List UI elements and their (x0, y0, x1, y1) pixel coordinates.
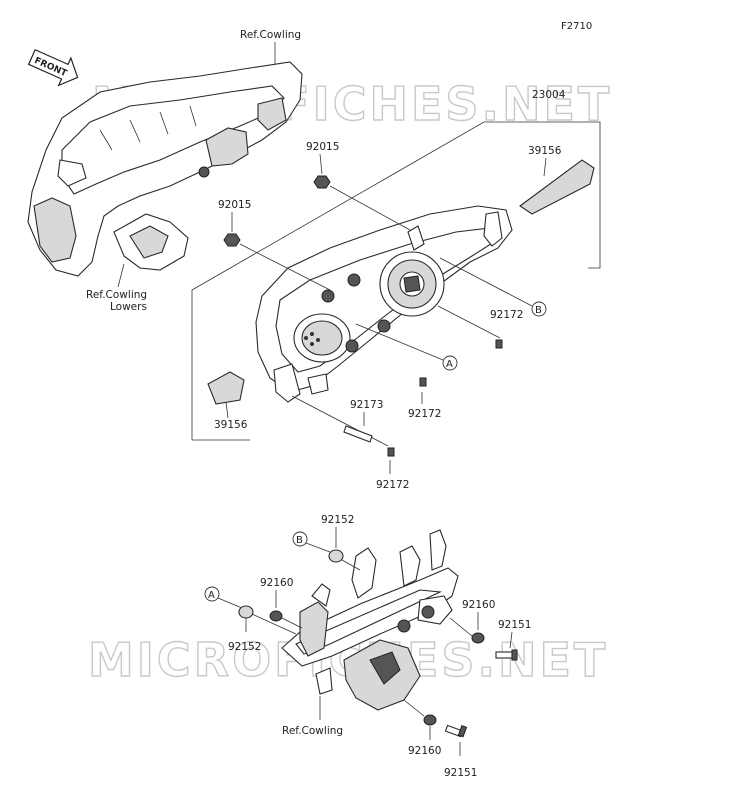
nut-92015-upper (313, 175, 331, 189)
grommet-92152-top (328, 549, 344, 563)
bolt-92151-right (495, 649, 518, 661)
ref-cowling-bottom-label: Ref.Cowling (282, 725, 343, 737)
part-label-92152-left: 92152 (228, 641, 261, 653)
washer-92160-right (471, 632, 485, 644)
headlight-assembly (255, 205, 513, 403)
part-label-92160-left: 92160 (260, 577, 293, 589)
callout-a-bottom-text: A (208, 590, 215, 601)
ref-cowling-lowers-label-1: Ref.Cowling (86, 289, 147, 301)
cover-left (207, 371, 245, 405)
part-label-92151-bottom: 92151 (444, 767, 477, 779)
screw-92172-a (419, 377, 427, 387)
screw-92172-bottom (387, 447, 395, 457)
callout-a-top-text: A (446, 359, 453, 370)
part-label-39156-right: 39156 (528, 145, 562, 157)
bolt-92151-bottom (444, 724, 468, 738)
callout-b-top-text: B (535, 305, 542, 316)
part-label-92160-bottom: 92160 (408, 745, 441, 757)
washer-92160-bottom (423, 714, 437, 726)
callout-b-top (531, 301, 547, 317)
ref-cowling-top-label: Ref.Cowling (240, 29, 301, 41)
cover-right (519, 159, 595, 215)
callout-a-top (442, 355, 458, 371)
part-label-23004: 23004 (532, 89, 566, 101)
front-arrow-icon: FRONT (27, 48, 79, 87)
part-label-92152-top: 92152 (321, 514, 354, 526)
part-label-92172-bottom: 92172 (376, 479, 409, 491)
part-label-92173: 92173 (350, 399, 383, 411)
callout-b-bottom-text: B (296, 535, 303, 546)
part-label-39156-left: 39156 (214, 419, 248, 431)
upper-cowling (27, 61, 303, 277)
nut-92015-lower (223, 233, 241, 247)
part-label-92172-a: 92172 (408, 408, 441, 420)
figure-code: F2710 (561, 21, 592, 32)
callout-a-bottom (204, 586, 220, 602)
part-label-92015-upper: 92015 (306, 141, 339, 153)
part-label-92172-b: 92172 (490, 309, 523, 321)
headlight-bracket (281, 529, 459, 711)
collar-92173 (343, 425, 373, 443)
washer-92160-left (269, 610, 283, 622)
callout-b-bottom (292, 531, 308, 547)
screw-92172-b (495, 339, 503, 349)
part-label-92151-right: 92151 (498, 619, 531, 631)
lower-cowling (113, 213, 189, 271)
grommet-92152-left (238, 605, 254, 619)
part-label-92160-right: 92160 (462, 599, 495, 611)
ref-cowling-lowers-label-2: Lowers (110, 301, 147, 313)
part-label-92015-lower: 92015 (218, 199, 251, 211)
